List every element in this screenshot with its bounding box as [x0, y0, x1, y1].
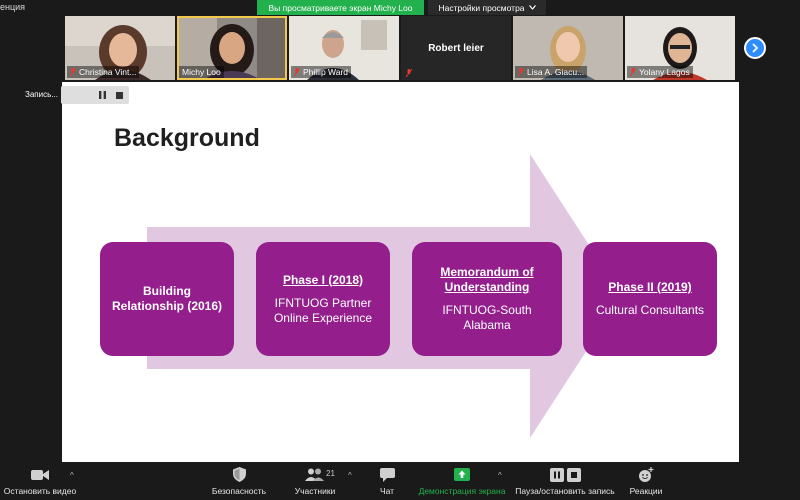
- shield-icon: [232, 467, 246, 482]
- participant-video: [289, 16, 399, 80]
- stop-video-label: Остановить видео: [3, 485, 77, 496]
- chevron-right-icon: [752, 43, 759, 53]
- pause-icon: [549, 467, 564, 482]
- video-options-caret[interactable]: ^: [70, 471, 74, 480]
- participants-icon: [305, 468, 324, 481]
- step-box-phase-1: Phase I (2018) IFNTUOG Partner Online Ex…: [256, 242, 390, 356]
- participant-video: [625, 16, 735, 80]
- conference-label: енция: [0, 2, 26, 12]
- participants-options-caret[interactable]: ^: [348, 471, 352, 480]
- pause-recording-icon[interactable]: [99, 91, 106, 99]
- participant-tile-6[interactable]: Yolany Lagos: [625, 16, 735, 80]
- participant-video: [65, 16, 175, 80]
- recording-controls: [61, 86, 129, 104]
- participant-video: [513, 16, 623, 80]
- participant-tile-3[interactable]: Phillip Ward: [289, 16, 399, 80]
- mic-muted-icon: [518, 68, 524, 76]
- step-heading: Memorandum of Understanding: [440, 265, 534, 294]
- stop-video-button[interactable]: Остановить видео: [0, 462, 80, 500]
- participants-button[interactable]: Участники: [286, 462, 344, 500]
- participant-tile-1[interactable]: Christina Vint...: [65, 16, 175, 80]
- participant-name: Lisa A. Giacu...: [527, 67, 585, 77]
- participant-name-no-video: Robert leier: [428, 42, 484, 54]
- participant-name-bar: Michy Loo: [179, 66, 224, 78]
- step-box-phase-2: Phase II (2019) Cultural Consultants: [583, 242, 717, 356]
- step-text: IFNTUOG Partner Online Experience: [273, 295, 373, 325]
- participant-name: Yolany Lagos: [639, 67, 690, 77]
- next-participants-button[interactable]: [744, 37, 766, 59]
- security-button[interactable]: Безопасность: [200, 462, 278, 500]
- mic-muted-icon: [406, 69, 412, 77]
- recording-label: Запись...: [25, 90, 58, 99]
- participant-name-bar: Christina Vint...: [67, 66, 140, 78]
- participant-tile-2[interactable]: Michy Loo: [177, 16, 287, 80]
- reactions-smiley-icon: [639, 466, 654, 482]
- participant-name-bar: Yolany Lagos: [627, 66, 693, 78]
- participants-label: Участники: [294, 485, 336, 496]
- participant-name: Christina Vint...: [79, 67, 137, 77]
- participants-count: 21: [326, 469, 335, 478]
- participant-name-bar: Phillip Ward: [291, 66, 352, 78]
- view-options-label: Настройки просмотра: [438, 2, 525, 13]
- pause-stop-recording-label: Пауза/остановить запись: [515, 485, 615, 496]
- step-text: IFNTUOG-South Alabama: [442, 303, 532, 332]
- step-heading: Phase I (2018): [282, 272, 364, 287]
- video-camera-icon: [31, 469, 49, 480]
- mic-muted-icon: [630, 68, 636, 76]
- share-screen-icon: [454, 468, 470, 481]
- mic-muted-icon: [70, 68, 76, 76]
- share-screen-label: Демонстрация экрана: [418, 485, 506, 496]
- meeting-toolbar: Остановить видео ^ Безопасность Участник…: [0, 462, 800, 500]
- step-heading: Building Relationship (2016): [111, 284, 223, 313]
- reactions-label: Реакции: [629, 485, 663, 496]
- share-options-caret[interactable]: ^: [498, 471, 502, 480]
- participant-tile-4[interactable]: Robert leier: [401, 16, 511, 80]
- participant-video: [177, 16, 287, 80]
- chat-button[interactable]: Чат: [370, 462, 404, 500]
- chat-label: Чат: [379, 485, 395, 496]
- step-heading: Phase II (2019): [608, 280, 692, 294]
- stop-recording-icon[interactable]: [116, 91, 123, 99]
- chat-bubble-icon: [379, 467, 395, 482]
- security-label: Безопасность: [211, 485, 267, 496]
- chevron-down-icon: [528, 5, 536, 10]
- slide-title: Background: [114, 124, 260, 152]
- step-text: Cultural Consultants: [595, 303, 705, 317]
- share-screen-button[interactable]: Демонстрация экрана: [416, 462, 508, 500]
- participant-name: Michy Loo: [182, 67, 221, 77]
- step-box-building-relationship: Building Relationship (2016): [100, 242, 234, 356]
- view-options-button[interactable]: Настройки просмотра: [428, 0, 546, 15]
- participant-name-bar: [403, 68, 415, 78]
- shared-screen-slide: Background Building Relationship (2016) …: [62, 82, 739, 463]
- participant-tile-5[interactable]: Lisa A. Giacu...: [513, 16, 623, 80]
- pause-stop-recording-button[interactable]: Пауза/остановить запись: [512, 462, 618, 500]
- step-box-memorandum: Memorandum of Understanding IFNTUOG-Sout…: [412, 242, 562, 356]
- stop-icon: [566, 467, 581, 482]
- viewing-screen-banner: Вы просматриваете экран Michy Loo: [257, 0, 424, 15]
- reactions-button[interactable]: Реакции: [624, 462, 668, 500]
- mic-muted-icon: [294, 68, 300, 76]
- participant-name-bar: Lisa A. Giacu...: [515, 66, 588, 78]
- participant-name: Phillip Ward: [303, 67, 349, 77]
